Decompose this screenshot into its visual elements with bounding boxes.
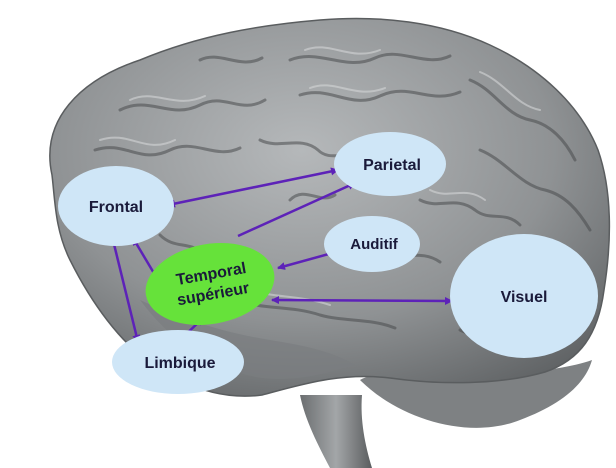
node-auditif-label: Auditif bbox=[350, 236, 398, 253]
node-parietal-label: Parietal bbox=[363, 157, 421, 174]
node-visuel-label: Visuel bbox=[501, 289, 548, 306]
brainstem bbox=[300, 395, 372, 468]
node-limbique-label: Limbique bbox=[144, 355, 215, 372]
node-auditif: Auditif bbox=[324, 216, 420, 272]
node-frontal: Frontal bbox=[58, 166, 174, 246]
node-visuel: Visuel bbox=[450, 234, 598, 358]
node-limbique: Limbique bbox=[112, 330, 244, 394]
arrow-temporal-visuel bbox=[272, 300, 452, 301]
node-frontal-label: Frontal bbox=[89, 199, 143, 216]
node-parietal: Parietal bbox=[334, 132, 446, 196]
